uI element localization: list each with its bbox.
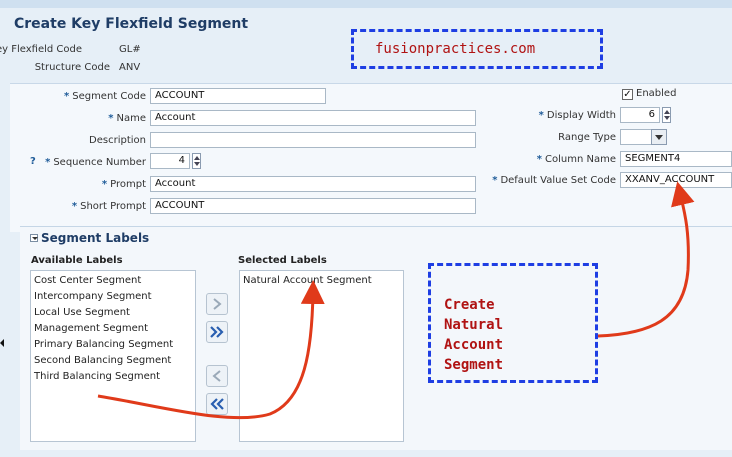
move-all-left-icon — [210, 398, 224, 410]
sequence-number-stepper[interactable] — [192, 153, 201, 169]
callout-line: Natural — [444, 317, 504, 333]
list-item[interactable]: Intercompany Segment — [34, 291, 152, 302]
column-name-label: *Column Name — [536, 154, 616, 165]
sequence-number-label: *Sequence Number — [45, 157, 146, 168]
watermark-box: fusionpractices.com — [351, 29, 603, 69]
list-item[interactable]: Cost Center Segment — [34, 275, 142, 286]
move-all-button[interactable] — [206, 321, 228, 343]
description-label: Description — [89, 135, 146, 146]
move-button[interactable] — [206, 293, 228, 315]
name-input[interactable]: Account — [150, 110, 476, 126]
list-item[interactable]: Management Segment — [34, 323, 149, 334]
key-flexfield-code-value: GL# — [119, 44, 141, 55]
callout-line: Create — [444, 297, 495, 313]
list-item[interactable]: Third Balancing Segment — [34, 371, 161, 382]
remove-all-button[interactable] — [206, 393, 228, 415]
callout-line: Segment — [444, 357, 504, 373]
arrow-to-selected — [97, 280, 325, 420]
watermark-text: fusionpractices.com — [375, 41, 536, 57]
arrow-to-value-set — [597, 181, 695, 338]
segment-code-label: *Segment Code — [63, 91, 146, 102]
enabled-label: Enabled — [636, 88, 677, 99]
help-icon[interactable]: ? — [30, 156, 36, 167]
page-title: Create Key Flexfield Segment — [14, 16, 249, 32]
default-value-set-code-label: *Default Value Set Code — [492, 175, 616, 186]
short-prompt-label: *Short Prompt — [71, 201, 146, 212]
name-label: *Name — [108, 113, 146, 124]
top-band — [0, 0, 732, 8]
collapse-left-icon[interactable] — [0, 334, 4, 352]
list-item[interactable]: Local Use Segment — [34, 307, 130, 318]
available-labels-list[interactable]: Cost Center Segment Intercompany Segment… — [30, 270, 196, 442]
move-all-right-icon — [210, 326, 224, 338]
selected-labels-header: Selected Labels — [238, 255, 327, 266]
description-input[interactable] — [150, 132, 476, 148]
sequence-number-input[interactable]: 4 — [150, 153, 190, 169]
move-left-icon — [212, 370, 221, 382]
structure-code-label: Structure Code — [34, 62, 110, 73]
list-item[interactable]: Primary Balancing Segment — [34, 339, 174, 350]
segment-code-input[interactable]: ACCOUNT — [150, 88, 326, 104]
structure-code-value: ANV — [119, 62, 141, 73]
callout-line: Account — [444, 337, 504, 353]
display-width-stepper[interactable] — [662, 107, 671, 123]
enabled-checkbox[interactable]: ✓ — [622, 89, 633, 100]
short-prompt-input[interactable]: ACCOUNT — [150, 198, 476, 214]
callout-box: Create Natural Account Segment — [428, 263, 598, 383]
collapse-section-icon[interactable] — [30, 234, 38, 242]
range-type-dropdown-icon[interactable] — [651, 129, 667, 145]
callout-text: Create Natural Account Segment — [444, 295, 503, 375]
prompt-label: *Prompt — [101, 179, 146, 190]
key-flexfield-code-label: Key Flexfield Code — [0, 44, 82, 55]
remove-button[interactable] — [206, 365, 228, 387]
prompt-input[interactable]: Account — [150, 176, 476, 192]
segment-labels-title: Segment Labels — [41, 231, 150, 245]
available-labels-header: Available Labels — [31, 255, 123, 266]
display-width-label: *Display Width — [538, 110, 616, 121]
move-right-icon — [213, 298, 222, 310]
display-width-input[interactable]: 6 — [620, 107, 660, 123]
list-item[interactable]: Second Balancing Segment — [34, 355, 172, 366]
range-type-label: Range Type — [558, 132, 616, 143]
